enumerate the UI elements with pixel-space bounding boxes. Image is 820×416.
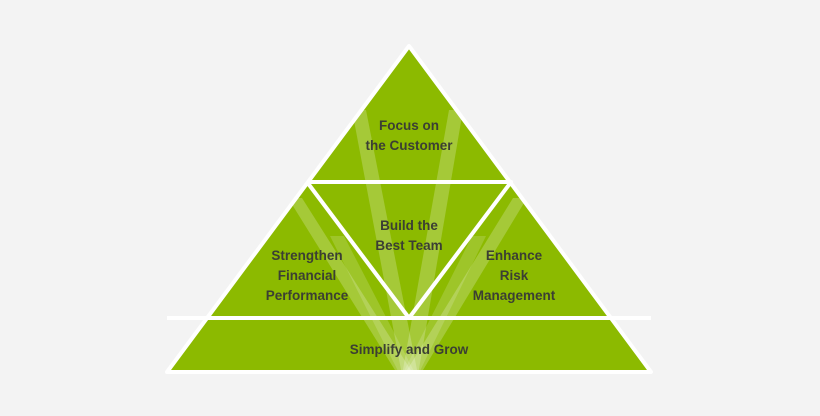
label-line: the Customer bbox=[365, 138, 453, 153]
label-line: Focus on bbox=[378, 118, 439, 133]
segment-label-simplify-grow: Simplify and Grow bbox=[350, 340, 469, 360]
label-line: Simplify and Grow bbox=[349, 342, 469, 357]
segment-label-focus-customer: Focus on the Customer bbox=[365, 116, 452, 156]
label-line: Performance bbox=[265, 288, 349, 303]
segment-label-financial-performance: Strengthen Financial Performance bbox=[266, 246, 349, 306]
label-line: Best Team bbox=[375, 238, 443, 253]
label-line: Risk bbox=[499, 268, 529, 283]
segment-dividers bbox=[165, 44, 653, 374]
light-rays bbox=[288, 110, 527, 372]
label-line: Financial bbox=[277, 268, 337, 283]
pyramid-shape bbox=[167, 46, 651, 372]
segment-label-build-team: Build the Best Team bbox=[375, 216, 442, 256]
label-line: Enhance bbox=[485, 248, 543, 263]
segment-label-risk-management: Enhance Risk Management bbox=[473, 246, 556, 306]
label-line: Strengthen bbox=[271, 248, 343, 263]
label-line: Build the bbox=[380, 218, 438, 233]
label-line: Management bbox=[472, 288, 556, 303]
